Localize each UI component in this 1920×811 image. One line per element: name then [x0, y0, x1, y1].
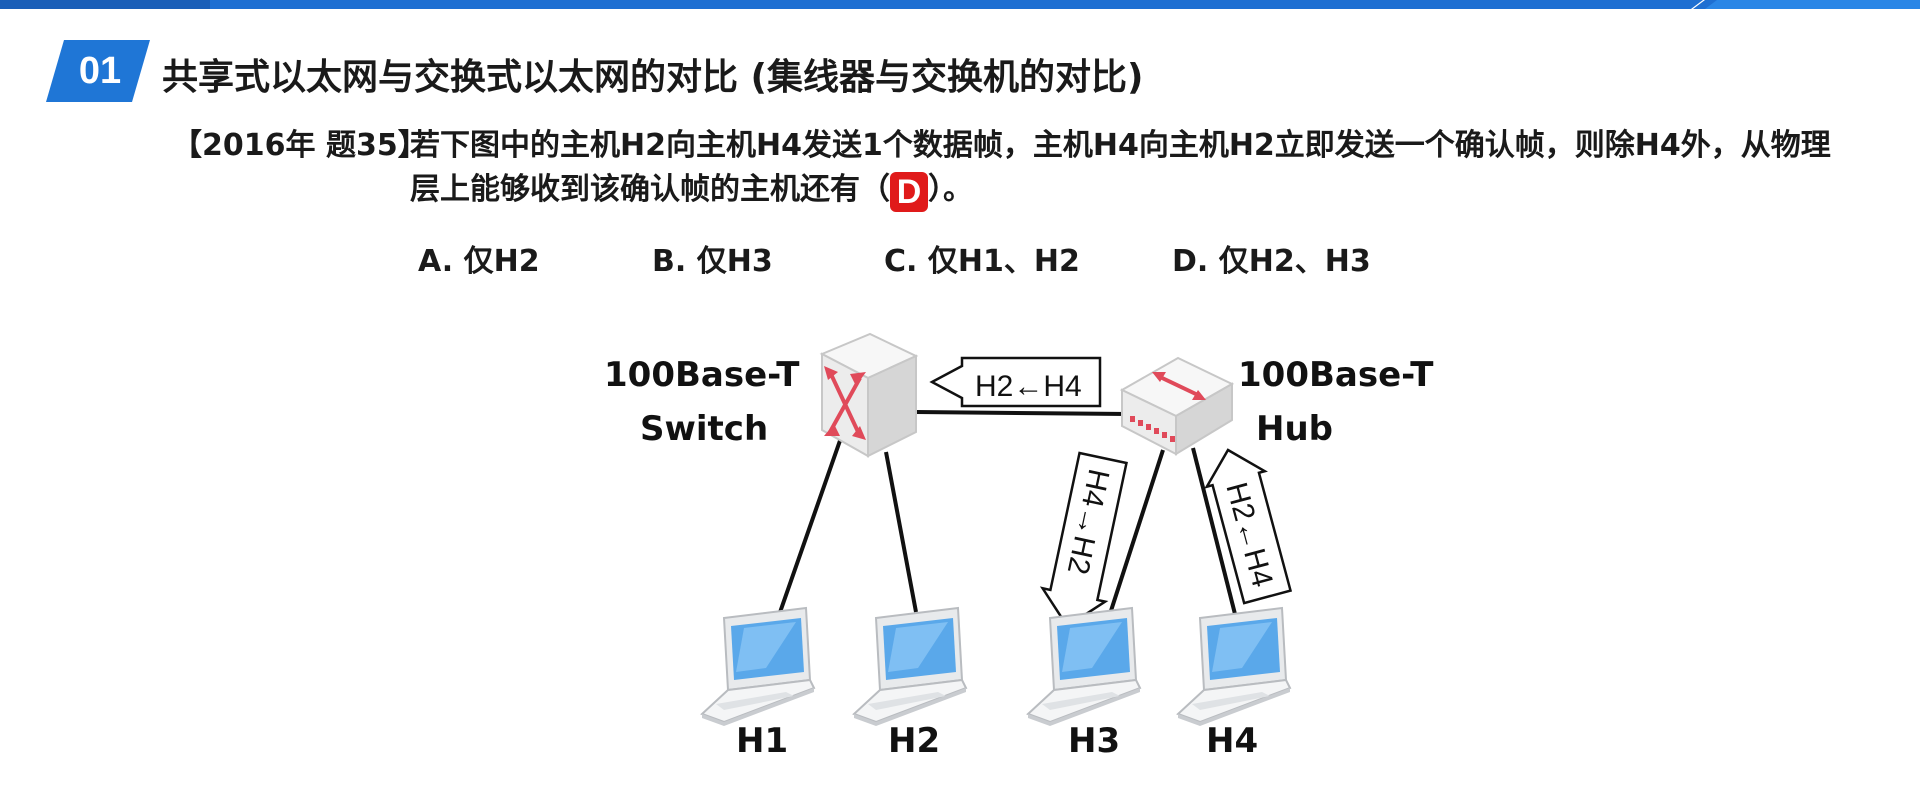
hub-h4-link	[1191, 447, 1238, 619]
question-body: 若下图中的主机H2向主机H4发送1个数据帧，主机H4向主机H2立即发送一个确认帧…	[410, 124, 1850, 212]
top-banner-left-segment	[0, 0, 210, 9]
option-c: C. 仅H1、H2	[884, 244, 1080, 279]
switch-label-line2: Switch	[640, 409, 768, 449]
switch-icon	[819, 332, 919, 458]
option-a: A. 仅H2	[418, 244, 540, 279]
host-label-h1: H1	[736, 721, 788, 761]
switch-h1-link	[776, 431, 845, 619]
hub-label-line1: 100Base-T	[1238, 355, 1434, 395]
hub-label-line2: Hub	[1256, 409, 1333, 449]
switch-h2-link	[884, 451, 918, 613]
section-number: 01	[78, 49, 122, 92]
top-banner-bar	[0, 0, 1920, 9]
laptop-h3-icon	[1027, 607, 1141, 727]
hub-icon	[1119, 356, 1235, 456]
option-d: D. 仅H2、H3	[1172, 244, 1371, 279]
arrow-h3-link: H4→H2	[1039, 451, 1128, 628]
switch-hub-link	[915, 410, 1129, 416]
option-b: B. 仅H3	[652, 244, 773, 279]
question-text: 若下图中的主机H2向主机H4发送1个数据帧，主机H4向主机H2立即发送一个确认帧…	[410, 128, 1831, 207]
switch-label-line1: 100Base-T	[604, 355, 800, 395]
section-title: 共享式以太网与交换式以太网的对比 (集线器与交换机的对比)	[162, 57, 1144, 98]
arrow-switch-link: H2←H4	[929, 356, 1102, 408]
host-label-h4: H4	[1206, 721, 1258, 761]
section-number-badge: 01	[46, 40, 150, 102]
laptop-h1-icon	[701, 607, 815, 727]
laptop-h2-icon	[853, 607, 967, 727]
arrow-switch-link-label: H2←H4	[975, 370, 1082, 403]
host-label-h3: H3	[1068, 721, 1120, 761]
host-label-h2: H2	[888, 721, 940, 761]
top-banner-right-segment	[1705, 0, 1920, 9]
question-prefix: 【2016年 题35】	[172, 128, 428, 163]
hub-h3-link	[1106, 449, 1165, 621]
top-banner-divider	[1691, 0, 1705, 9]
answer-badge: D	[890, 172, 928, 212]
question-text-end: ）。	[928, 172, 973, 207]
laptop-h4-icon	[1177, 607, 1291, 727]
